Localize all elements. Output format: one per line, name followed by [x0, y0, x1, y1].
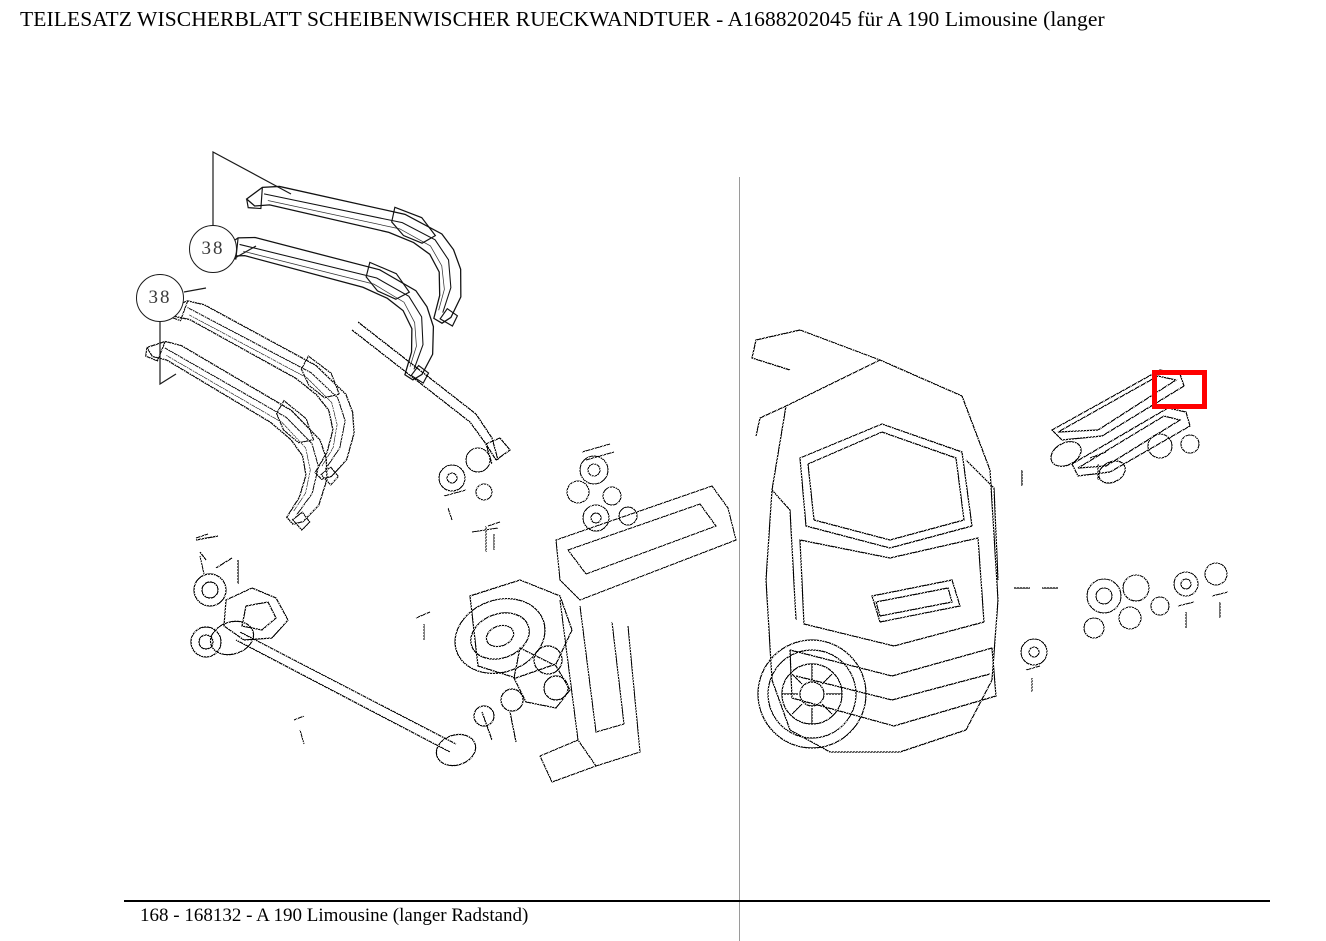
callout-bubble-38-lower[interactable]: 38 [136, 274, 184, 322]
callout-bubble-38-upper[interactable]: 38 [189, 225, 237, 273]
footer-divider [124, 900, 1270, 902]
left-panel-ghost-assembly [104, 293, 737, 783]
callout-label: 38 [201, 238, 225, 259]
selection-highlight-box[interactable] [1152, 370, 1207, 409]
parts-diagram: 38 38 [0, 40, 1326, 941]
vertical-divider-icon [739, 177, 740, 941]
wiper-blade-upper [238, 183, 469, 328]
vehicle-rear-illustration [751, 329, 1229, 753]
page-title: TEILESATZ WISCHERBLATT SCHEIBENWISCHER R… [20, 7, 1105, 31]
callout-label: 38 [148, 287, 172, 308]
footer-caption: 168 - 168132 - A 190 Limousine (langer R… [140, 905, 529, 926]
parts-diagram-artwork [104, 150, 1229, 783]
